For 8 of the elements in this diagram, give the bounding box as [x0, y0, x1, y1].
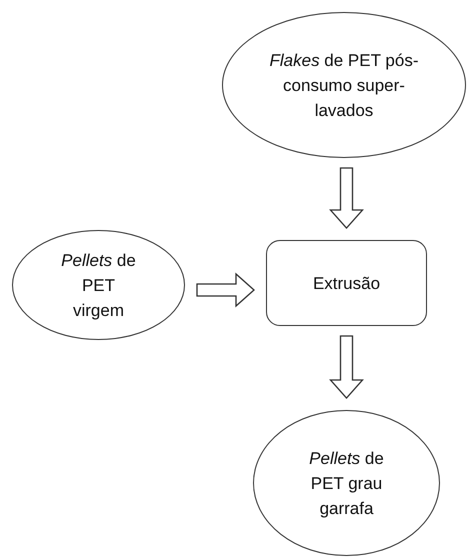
hollow-arrow	[329, 167, 364, 229]
node-label: Flakes de PET pós-consumo super-lavados	[268, 50, 420, 122]
hollow-arrow	[196, 272, 255, 308]
node-label: Extrusão	[312, 272, 382, 294]
process-box	[266, 240, 427, 326]
node-label: Pellets de PET grau garrafa	[308, 448, 385, 520]
hollow-arrow	[329, 335, 364, 399]
node-label: Pellets de PET virgem	[60, 250, 137, 322]
